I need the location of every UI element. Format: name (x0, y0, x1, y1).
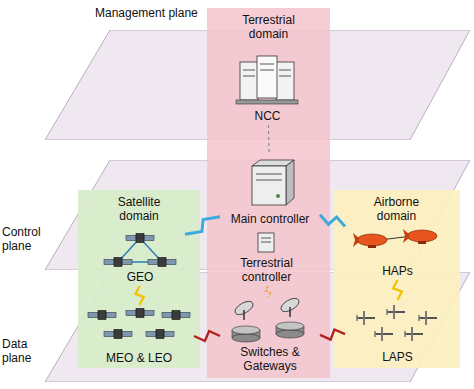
wireless-link (135, 286, 143, 305)
wireless-link (266, 286, 271, 297)
gateway-dish-icon (233, 296, 301, 320)
laps-drones-icon (357, 305, 437, 341)
plane-label: Management plane (95, 6, 198, 20)
node-label: Main controller (231, 212, 310, 226)
meo-leo-node: MEO & LEO (84, 305, 194, 367)
wireless-link (393, 280, 402, 300)
node-label: MEO & LEO (106, 351, 172, 365)
node-label: NCC (255, 109, 281, 123)
haps-node: HAPs (345, 222, 450, 280)
terrestrial-controller-node: Terrestrial controller (227, 230, 306, 286)
node-label: Terrestrial controller (230, 256, 303, 284)
wireless-link (194, 331, 220, 341)
plane-label: Data plane (2, 337, 46, 365)
node-label: GEO (127, 270, 154, 284)
node-label: Switches & Gateways (230, 345, 310, 373)
terrestrial-domain: Terrestrial domainNCC Main controllerTerr… (207, 8, 330, 378)
satellite-domain: Satellite domainGEO MEO & LEO (78, 190, 200, 368)
haps-blimps-icon (353, 229, 437, 248)
meo-leo-satellites-icon (88, 309, 190, 339)
domain-heading: Satellite domain (99, 195, 179, 223)
ncc-server-icon (236, 56, 298, 104)
terrestrial-controller-icon (258, 233, 274, 252)
laps-node: LAPS (345, 300, 450, 366)
switch-router-icon (232, 322, 304, 342)
switches-gateways-node: Switches & Gateways (220, 297, 320, 375)
ncc-node: NCC (235, 50, 300, 125)
main-controller-icon (252, 160, 294, 205)
wireless-link (320, 215, 345, 227)
plane-label: Control plane (2, 225, 46, 253)
domain-heading: Terrestrial domain (229, 13, 309, 41)
node-label: HAPs (382, 264, 413, 278)
wired-link (268, 125, 270, 155)
airborne-domain: Airborne domainHAPsLAPS (333, 190, 460, 368)
geo-satellites-icon (104, 234, 176, 267)
geo-node: GEO (95, 228, 185, 286)
wireless-link (320, 330, 345, 340)
node-label: LAPS (382, 350, 413, 364)
main-controller-node: Main controller (220, 155, 320, 228)
domain-heading: Airborne domain (357, 195, 437, 223)
wireless-link (185, 217, 220, 235)
